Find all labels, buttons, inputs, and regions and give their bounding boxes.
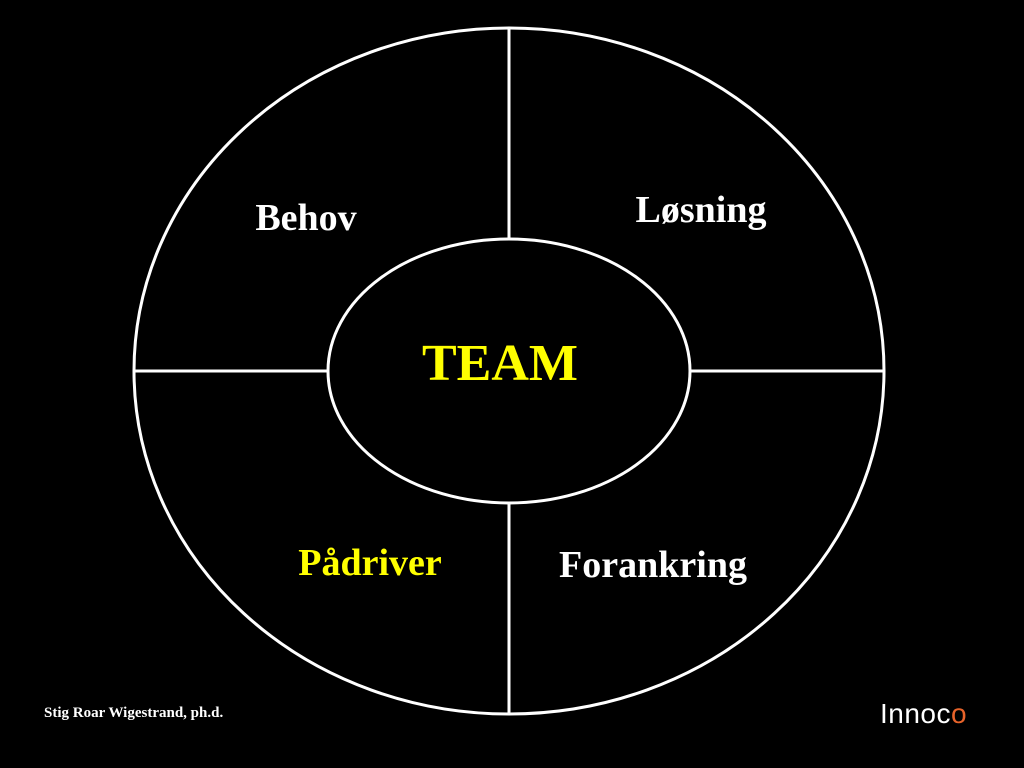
quadrant-label-forankring: Forankring [559, 544, 747, 586]
quadrant-label-padriver: Pådriver [298, 542, 442, 584]
innoco-logo: Innoco [880, 698, 967, 730]
quadrant-label-losning: Løsning [636, 189, 767, 231]
logo-accent-text: o [951, 698, 968, 729]
quadrant-label-behov: Behov [255, 197, 356, 239]
inner-ellipse [326, 237, 692, 505]
footer-author: Stig Roar Wigestrand, ph.d. [44, 705, 224, 721]
center-label-team: TEAM [422, 335, 578, 392]
logo-main-text: Innoc [880, 698, 951, 729]
